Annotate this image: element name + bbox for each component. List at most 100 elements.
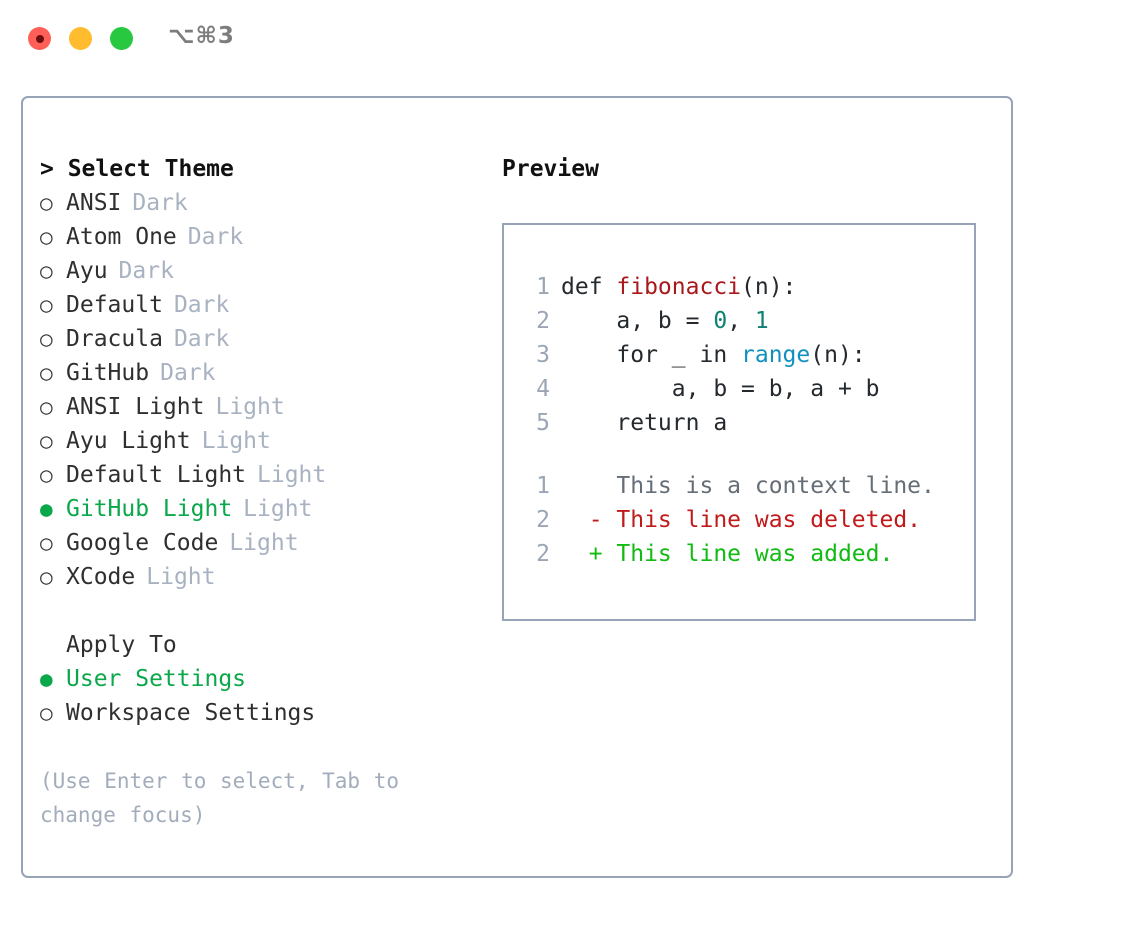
theme-option-label: ANSI xyxy=(66,190,122,216)
diff-text-ctx: This is a context line. xyxy=(561,473,935,499)
select-theme-heading: > Select Theme xyxy=(40,156,234,182)
code-line: 5 return a xyxy=(522,406,968,440)
code-text: a, b = b, a + b xyxy=(561,372,880,406)
theme-option-label: Atom One xyxy=(66,224,177,250)
code-text: def fibonacci(n): xyxy=(561,270,796,304)
diff-spacer xyxy=(522,440,968,469)
theme-option-ayu[interactable]: ○ Ayu Dark xyxy=(40,254,490,288)
apply-to-heading: Apply To xyxy=(66,632,177,658)
token-plain: return a xyxy=(561,410,728,436)
diff-line-number: 2 xyxy=(536,507,550,533)
token-built: range xyxy=(741,342,811,368)
theme-option-label: ANSI Light xyxy=(66,394,205,420)
apply-option-workspace-settings[interactable]: ○Workspace Settings xyxy=(40,696,490,730)
token-plain: (n): xyxy=(810,342,866,368)
theme-variant-tag: Light xyxy=(229,530,299,556)
diff-line-number: 2 xyxy=(536,541,550,567)
theme-variant-tag: Dark xyxy=(132,190,188,216)
code-text: return a xyxy=(561,406,727,440)
list-spacer xyxy=(40,594,490,628)
diff-sample: 1 This is a context line.2 - This line w… xyxy=(522,469,968,571)
token-num: 1 xyxy=(754,308,769,334)
radio-unselected-icon: ○ xyxy=(40,531,53,555)
close-button[interactable] xyxy=(28,27,51,50)
radio-selected-icon: ● xyxy=(40,667,53,691)
theme-option-github[interactable]: ○ GitHub Dark xyxy=(40,356,490,390)
theme-variant-tag: Dark xyxy=(187,224,244,250)
theme-variant-tag: Dark xyxy=(160,360,216,386)
maximize-button[interactable] xyxy=(110,27,133,50)
code-line: 2 a, b = 0, 1 xyxy=(522,304,968,338)
title-bar: ⌥⌘3 xyxy=(0,0,1140,78)
apply-option-label: User Settings xyxy=(66,666,247,692)
theme-option-atom-one[interactable]: ○ Atom One Dark xyxy=(40,220,490,254)
token-plain: a, b = xyxy=(561,308,714,334)
code-text: for _ in range(n): xyxy=(561,338,866,372)
keyboard-shortcut-label: ⌥⌘3 xyxy=(168,23,235,49)
theme-option-label: Google Code xyxy=(66,530,219,556)
theme-option-default[interactable]: ○ Default Dark xyxy=(40,288,490,322)
radio-unselected-icon: ○ xyxy=(40,463,53,487)
theme-option-label: XCode xyxy=(66,564,136,590)
theme-option-label: GitHub xyxy=(66,360,150,386)
theme-variant-tag: Dark xyxy=(173,326,230,352)
theme-variant-tag: Light xyxy=(146,564,216,590)
theme-variant-tag: Dark xyxy=(173,292,230,318)
hint-spacer xyxy=(40,730,490,764)
theme-option-label: Ayu xyxy=(66,258,108,284)
theme-option-label: Default xyxy=(66,292,163,318)
line-number: 2 xyxy=(536,308,550,334)
radio-unselected-icon: ○ xyxy=(40,701,53,725)
radio-unselected-icon: ○ xyxy=(40,225,53,249)
apply-to-option-list[interactable]: ● User Settings ○Workspace Settings xyxy=(40,662,490,730)
apply-option-user-settings[interactable]: ● User Settings xyxy=(40,662,490,696)
token-plain: , xyxy=(727,308,755,334)
radio-unselected-icon: ○ xyxy=(40,361,53,385)
token-plain: for _ in xyxy=(561,342,742,368)
theme-option-label: Default Light xyxy=(66,462,247,488)
preview-heading: Preview xyxy=(502,156,599,182)
line-number: 1 xyxy=(536,274,550,300)
radio-unselected-icon: ○ xyxy=(40,429,53,453)
theme-option-label: Ayu Light xyxy=(66,428,191,454)
theme-option-ansi[interactable]: ○ ANSI Dark xyxy=(40,186,490,220)
diff-line: 1 This is a context line. xyxy=(522,469,968,503)
radio-selected-icon: ● xyxy=(40,497,53,521)
radio-unselected-icon: ○ xyxy=(40,565,53,589)
theme-option-default-light[interactable]: ○ Default Light Light xyxy=(40,458,490,492)
radio-unselected-icon: ○ xyxy=(40,293,53,317)
theme-option-ayu-light[interactable]: ○ Ayu Light Light xyxy=(40,424,490,458)
theme-option-xcode[interactable]: ○ XCode Light xyxy=(40,560,490,594)
token-kw: def xyxy=(561,274,617,300)
diff-line-number: 1 xyxy=(536,473,550,499)
theme-option-google-code[interactable]: ○ Google Code Light xyxy=(40,526,490,560)
theme-variant-tag: Light xyxy=(201,428,271,454)
theme-variant-tag: Light xyxy=(243,496,313,522)
diff-text-del: - This line was deleted. xyxy=(561,507,922,533)
radio-unselected-icon: ○ xyxy=(40,191,53,215)
diff-line: 2 - This line was deleted. xyxy=(522,503,968,537)
radio-unselected-icon: ○ xyxy=(40,259,53,283)
theme-variant-tag: Dark xyxy=(118,258,174,284)
theme-variant-tag: Light xyxy=(257,462,327,488)
radio-unselected-icon: ○ xyxy=(40,395,53,419)
line-number: 3 xyxy=(536,342,550,368)
record-dot-icon xyxy=(35,34,44,43)
token-plain: (n): xyxy=(741,274,797,300)
code-line: 1 def fibonacci(n): xyxy=(522,270,968,304)
code-text: a, b = 0, 1 xyxy=(561,304,769,338)
token-plain: a, b = b, a + b xyxy=(561,376,880,402)
minimize-button[interactable] xyxy=(69,27,92,50)
